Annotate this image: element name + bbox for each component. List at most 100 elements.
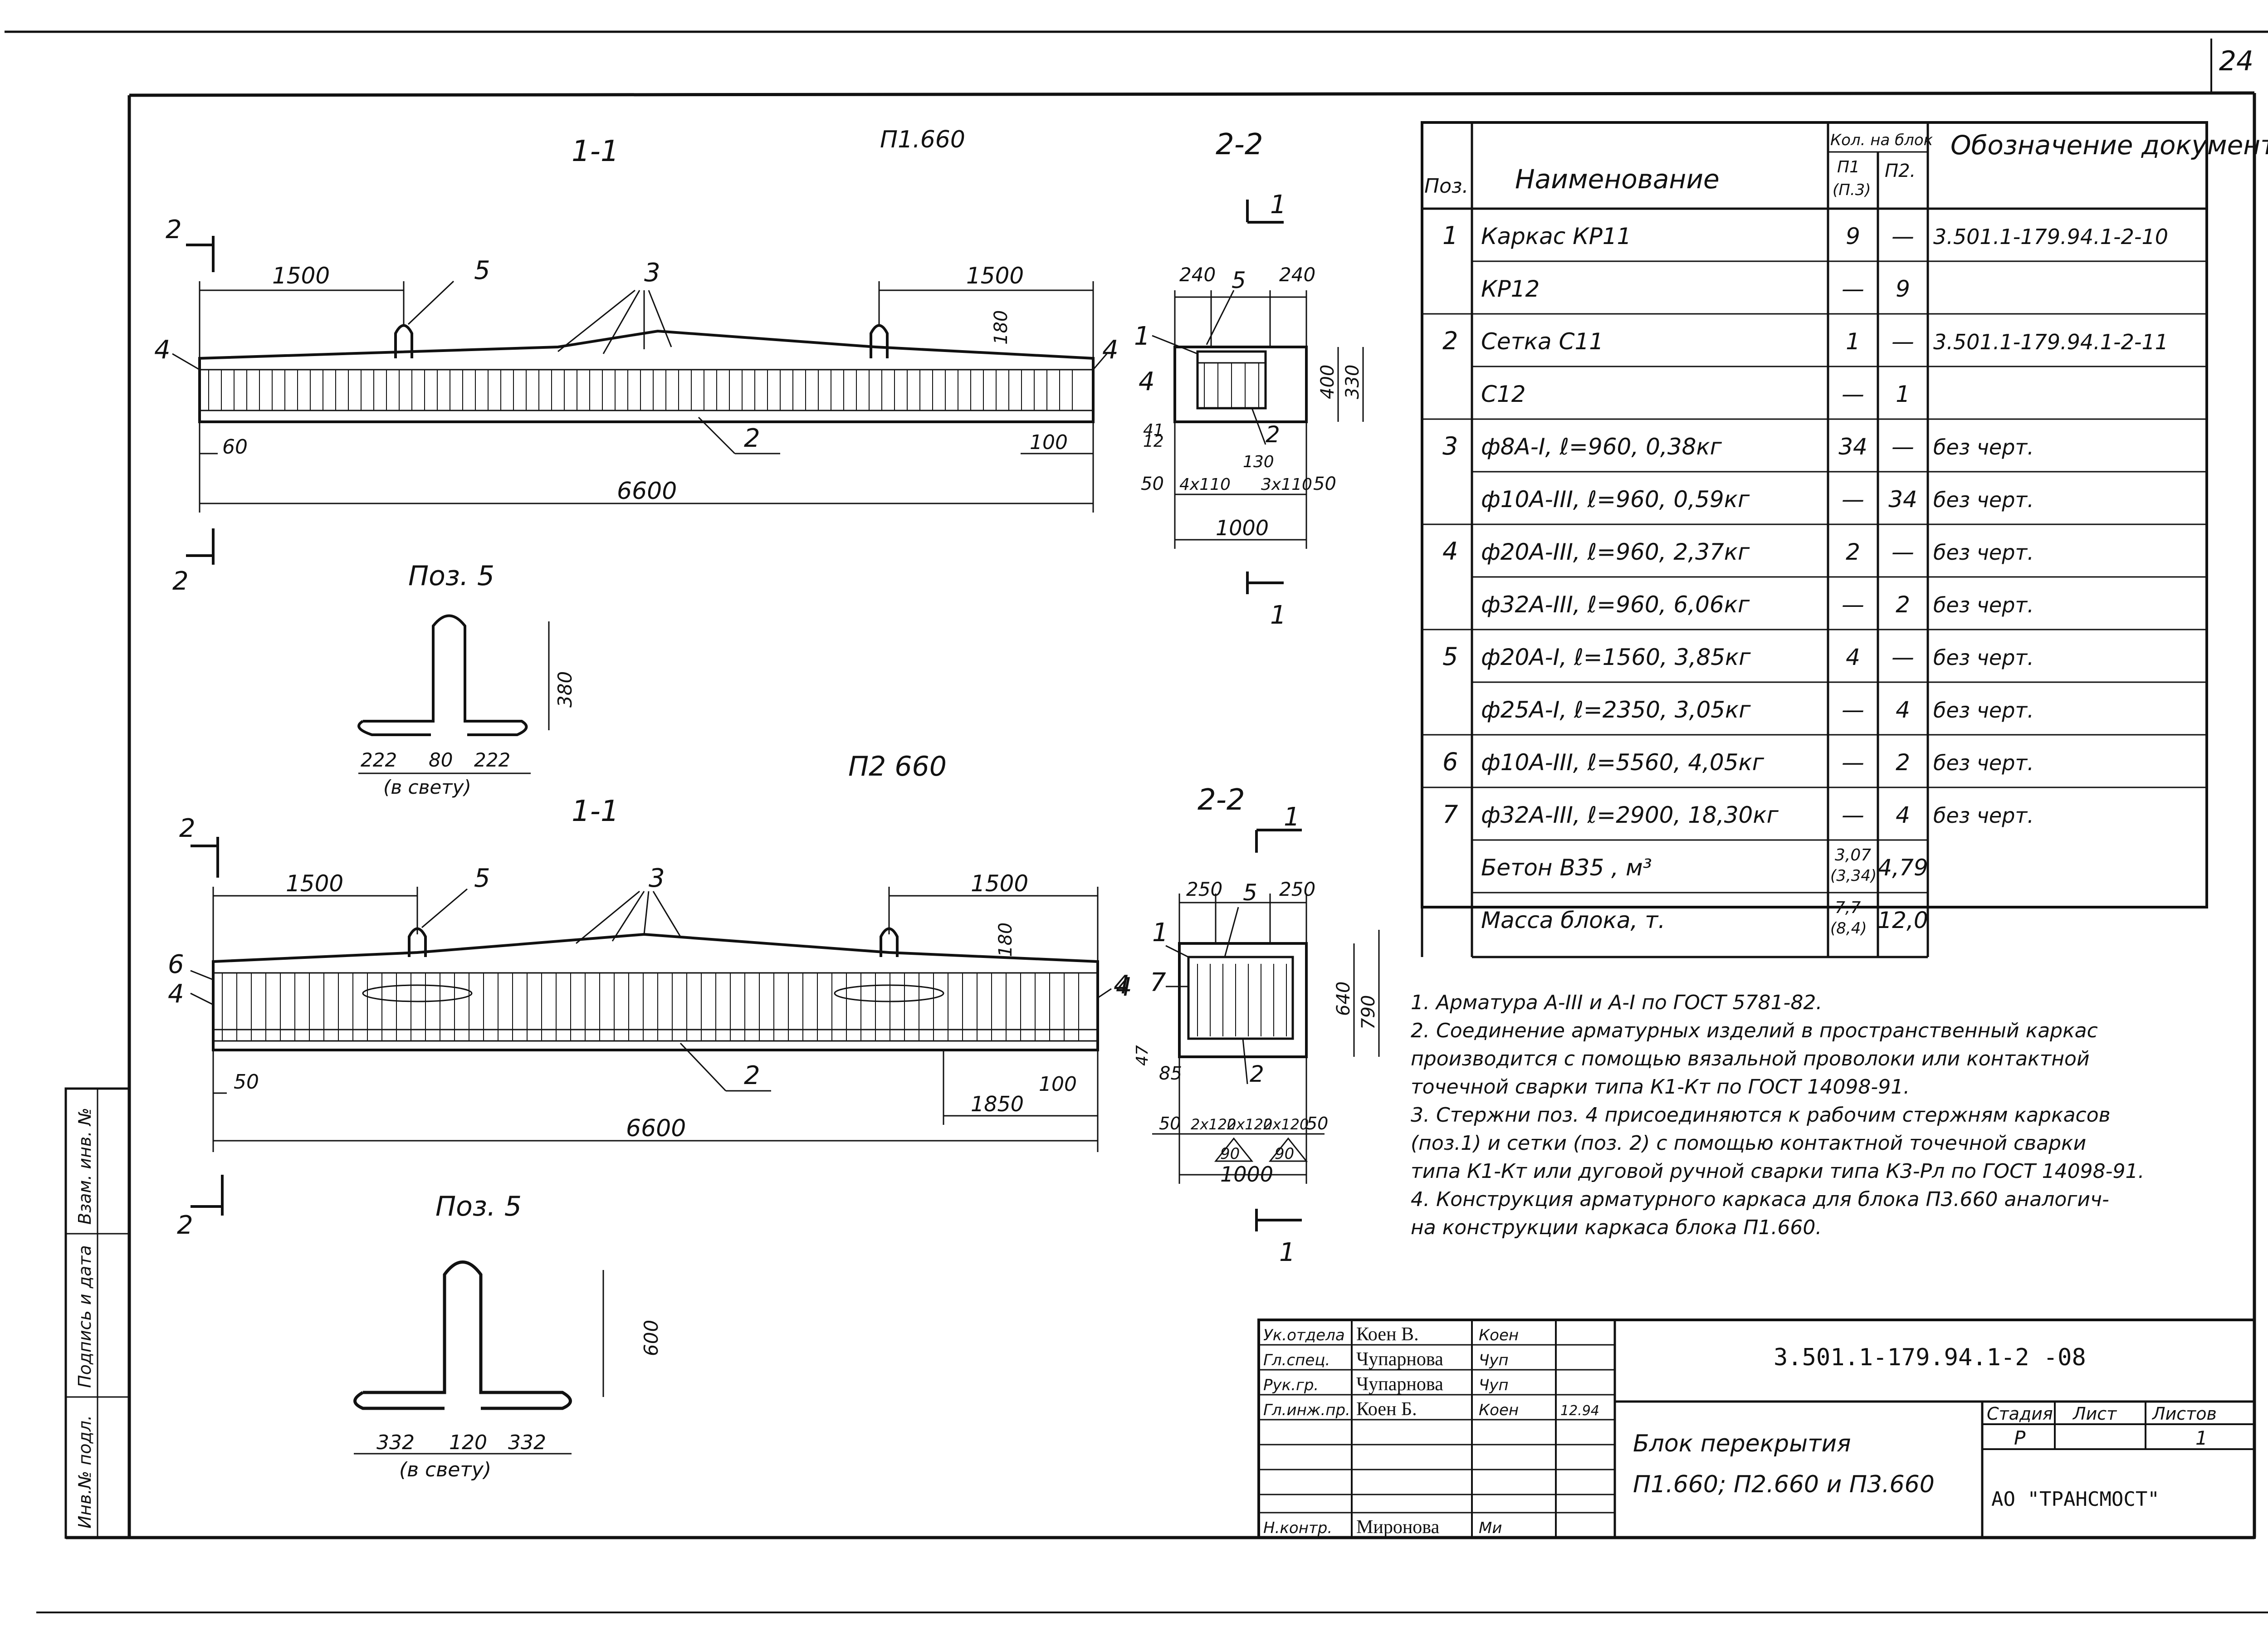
block1-sec22-dim-left-step: 41 [1143, 421, 1164, 440]
block1-dim-total: 6600 [617, 478, 677, 505]
spec-row: 7 ф32А-III, ℓ=2900, 18,30кг — 4 без черт. [1442, 800, 2034, 829]
stamp-title-line1: Блок перекрытия [1633, 1430, 1851, 1457]
block2-sec22-dim-left-step: 47 [1133, 1045, 1152, 1066]
block1-sec22-bars [1204, 363, 1259, 408]
block2-dim-span: 1850 [971, 1092, 1024, 1116]
spec-cell-p1: 34 [1838, 434, 1867, 460]
block1-sec22-dim-top-right: 240 [1279, 264, 1315, 286]
block1-pos-4a: 4 [154, 335, 171, 365]
block1-dim-end-right: 100 [1030, 431, 1068, 454]
note-line: на конструкции каркаса блока П1.660. [1411, 1216, 1822, 1239]
block2-sec22-dim-a: 85 [1159, 1063, 1182, 1084]
block1-sec22-dim-b3: 130 [1243, 453, 1274, 471]
block1-title: П1.660 [880, 126, 965, 153]
block2-title: П2 660 [848, 751, 947, 782]
block1-pos-5: 5 [474, 256, 490, 285]
note-line: типа К1-Кт или дуговой ручной сварки тип… [1411, 1160, 2144, 1183]
block2-pos-4b: 4 [1114, 970, 1130, 1000]
stamp-signature: Ми [1479, 1519, 1502, 1537]
block1-elevation: П1.660 1-1 2 2 1500 1500 180 6600 60 [154, 126, 1119, 596]
block2-dim-end-left: 50 [234, 1070, 259, 1094]
stamp-name: Миронова [1356, 1517, 1440, 1538]
block2-section-2-2: 2-2 1 1 250 250 640 790 47 85 50 2х120 2… [1116, 783, 1380, 1267]
block2-sec22-dim-c1: 90 [1220, 1145, 1240, 1163]
spec-cell-p2: 4 [1896, 697, 1910, 723]
block2-dim-left: 1500 [286, 870, 343, 897]
stamp-signature: Чуп [1479, 1351, 1509, 1369]
block1-section-2-2: 2-2 1 1 240 240 400 330 41 12 50 4х110 1… [1134, 128, 1364, 630]
spec-cell-p2: 9 [1896, 276, 1910, 302]
spec-cell-p2: 34 [1888, 486, 1917, 513]
block1-sec22-dim-b5: 50 [1313, 474, 1336, 494]
block2-section-label: 1-1 [572, 795, 619, 828]
block1-sec22-label: 2-2 [1216, 128, 1263, 161]
block2-sec22-bars [1197, 964, 1287, 1036]
stamp-sheet-header: Лист [2072, 1404, 2117, 1424]
spec-cell-doc: 3.501.1-179.94.1-2-10 [1933, 225, 2168, 249]
block2-sec22-pos-5: 5 [1243, 879, 1257, 906]
sheet-number: 24 [2219, 45, 2253, 77]
spec-cell-doc: без черт. [1933, 593, 2034, 617]
notes: 1. Арматура А-III и А-I по ГОСТ 5781-82.… [1411, 991, 2144, 1239]
spec-cell-p1: 2 [1846, 539, 1860, 565]
spec-header-poz: Поз. [1424, 175, 1468, 198]
spec-cell-p1: — [1842, 802, 1864, 828]
block1-sec22-pos-5: 5 [1232, 267, 1246, 293]
block2-cut-bottom: 2 [177, 1211, 193, 1240]
stamp-date: 12.94 [1560, 1403, 1599, 1419]
spec-cell-doc: без черт. [1933, 540, 2034, 565]
stamp-org: АО "ТРАНСМОСТ" [1991, 1488, 2160, 1511]
block1-poz5-note: (в свету) [383, 776, 471, 798]
block1-dim-rise: 180 [991, 310, 1012, 345]
spec-cell-p1: 7,7 [1835, 899, 1861, 917]
spec-cell-p1: — [1842, 749, 1864, 776]
note-line: 2. Соединение арматурных изделий в прост… [1411, 1019, 2098, 1042]
spec-header-p1: П1 [1837, 158, 1860, 176]
block2-pos-3: 3 [649, 864, 665, 893]
stamp-name: Чупарнова [1356, 1349, 1443, 1370]
block1-poz5-title: Поз. 5 [408, 560, 494, 592]
stamp-role: Рук.гр. [1263, 1376, 1319, 1394]
block2-sec22-pos-7: 7 [1150, 968, 1166, 997]
spec-row: КР12—9 [1481, 276, 1910, 302]
spec-cell-poz: 4 [1442, 537, 1458, 566]
spec-cell-poz: 2 [1442, 327, 1458, 355]
block2-sec22-label: 2-2 [1198, 783, 1245, 817]
block2-pos-4a: 4 [168, 979, 184, 1009]
stamp-sheets: 1 [2195, 1427, 2208, 1449]
block2-poz5-title: Поз. 5 [435, 1191, 522, 1222]
note-line: 1. Арматура А-III и А-I по ГОСТ 5781-82. [1411, 991, 1822, 1014]
block2-sec22-dim-b5: 50 [1306, 1114, 1328, 1133]
spec-cell-p2: 2 [1896, 591, 1910, 618]
stamp-role: Н.контр. [1263, 1519, 1332, 1537]
spec-cell-name: Масса блока, т. [1481, 907, 1665, 933]
spec-cell-name: Каркас КР11 [1481, 223, 1631, 249]
block1-dim-left: 1500 [272, 263, 330, 289]
block2-sec22-dim-top-left: 250 [1186, 878, 1222, 900]
block1-pos-3: 3 [644, 258, 660, 288]
spec-cell-p1: — [1842, 697, 1864, 723]
block2-poz5-note: (в свету) [399, 1458, 491, 1481]
block1-stirrups [208, 370, 1073, 410]
stamp-name: Чупарнова [1356, 1374, 1443, 1395]
block1-sec22-pos-2: 2 [1266, 421, 1280, 448]
block1-poz5-b: 80 [429, 749, 453, 771]
note-line: производится с помощью вязальной проволо… [1411, 1047, 2090, 1070]
note-line: (поз.1) и сетки (поз. 2) с помощью конта… [1411, 1132, 2086, 1155]
spec-cell-p2: 1 [1896, 381, 1910, 407]
spec-cell-p2: 4 [1896, 802, 1910, 828]
spec-cell-name: ф32А-III, ℓ=2900, 18,30кг [1481, 802, 1779, 828]
stamp-role: Гл.спец. [1263, 1351, 1330, 1369]
spec-cell-p2: — [1892, 644, 1914, 670]
spec-cell-poz: 5 [1442, 642, 1458, 671]
spec-cell-poz: 7 [1442, 800, 1458, 829]
spec-cell-doc: без черт. [1933, 803, 2034, 828]
stamp-sheets-header: Листов [2151, 1404, 2217, 1424]
